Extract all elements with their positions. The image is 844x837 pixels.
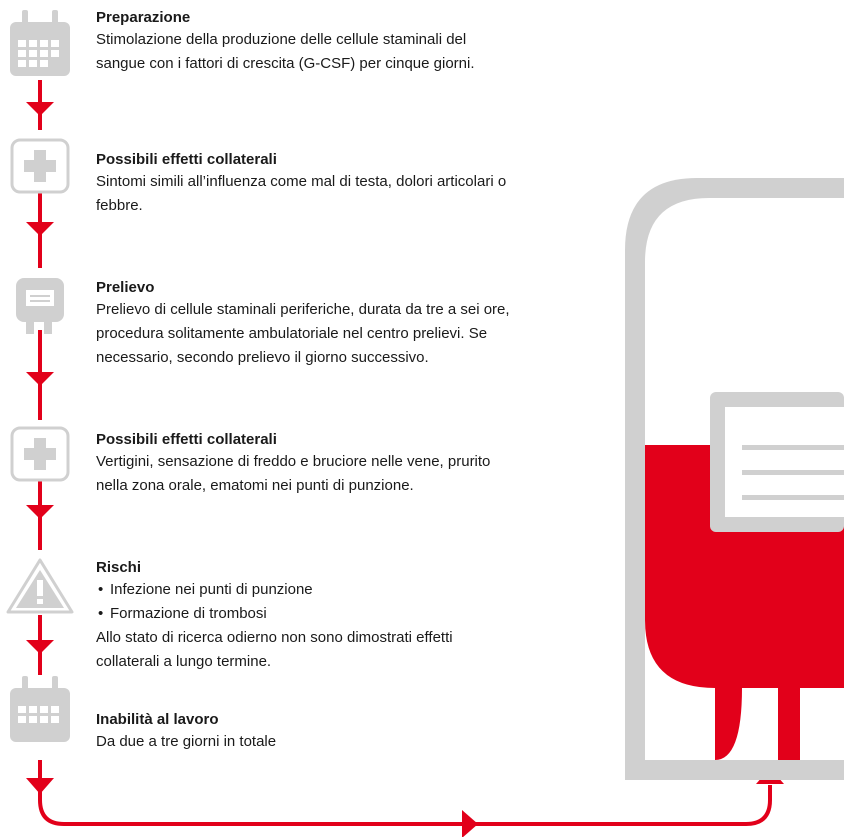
- step-preparazione: Preparazione Stimolazione della produzio…: [96, 8, 516, 76]
- medical-cross-icon: [10, 138, 70, 194]
- step-title: Prelievo: [96, 279, 155, 296]
- step-description: Da due a tre giorni in totale: [96, 733, 277, 750]
- step-description: Sintomi simili all’influenza come mal di…: [96, 173, 507, 214]
- connector-2: [26, 192, 54, 268]
- calendar-icon: [10, 676, 70, 742]
- step-description: Vertigini, sensazione di freddo e brucio…: [96, 453, 491, 494]
- connector-1: [26, 80, 54, 130]
- step-description: Allo stato di ricerca odierno non sono d…: [96, 629, 453, 670]
- flow-connectors: [26, 80, 54, 675]
- risk-list: Infezione nei punti di punzione Formazio…: [96, 578, 516, 626]
- step-title: Rischi: [96, 559, 142, 576]
- step-effetti-collaterali-1: Possibili effetti collaterali Sintomi si…: [96, 150, 516, 218]
- calendar-icon: [10, 10, 70, 76]
- large-blood-bag-illustration: [625, 178, 844, 780]
- step-rischi: Rischi Infezione nei punti di punzione F…: [96, 558, 516, 674]
- blood-bag-icon: [16, 278, 64, 334]
- list-item: Infezione nei punti di punzione: [96, 578, 516, 602]
- step-effetti-collaterali-2: Possibili effetti collaterali Vertigini,…: [96, 430, 516, 498]
- step-title: Possibili effetti collaterali: [96, 431, 277, 448]
- arrow-right-icon: [462, 810, 478, 837]
- step-title: Inabilità al lavoro: [96, 711, 219, 728]
- connector-5: [26, 615, 54, 675]
- step-title: Preparazione: [96, 9, 191, 26]
- step-description: Stimolazione della produzione delle cell…: [96, 31, 475, 72]
- step-prelievo: Prelievo Prelievo di cellule staminali p…: [96, 278, 516, 370]
- arrow-down-icon: [26, 778, 54, 794]
- step-description: Prelievo di cellule staminali periferich…: [96, 301, 510, 366]
- step-title: Possibili effetti collaterali: [96, 151, 277, 168]
- step-inabilita-lavoro: Inabilità al lavoro Da due a tre giorni …: [96, 710, 516, 754]
- connector-3: [26, 330, 54, 420]
- list-item: Formazione di trombosi: [96, 602, 516, 626]
- connector-4: [26, 480, 54, 550]
- warning-icon: [6, 558, 74, 614]
- medical-cross-icon: [10, 426, 70, 482]
